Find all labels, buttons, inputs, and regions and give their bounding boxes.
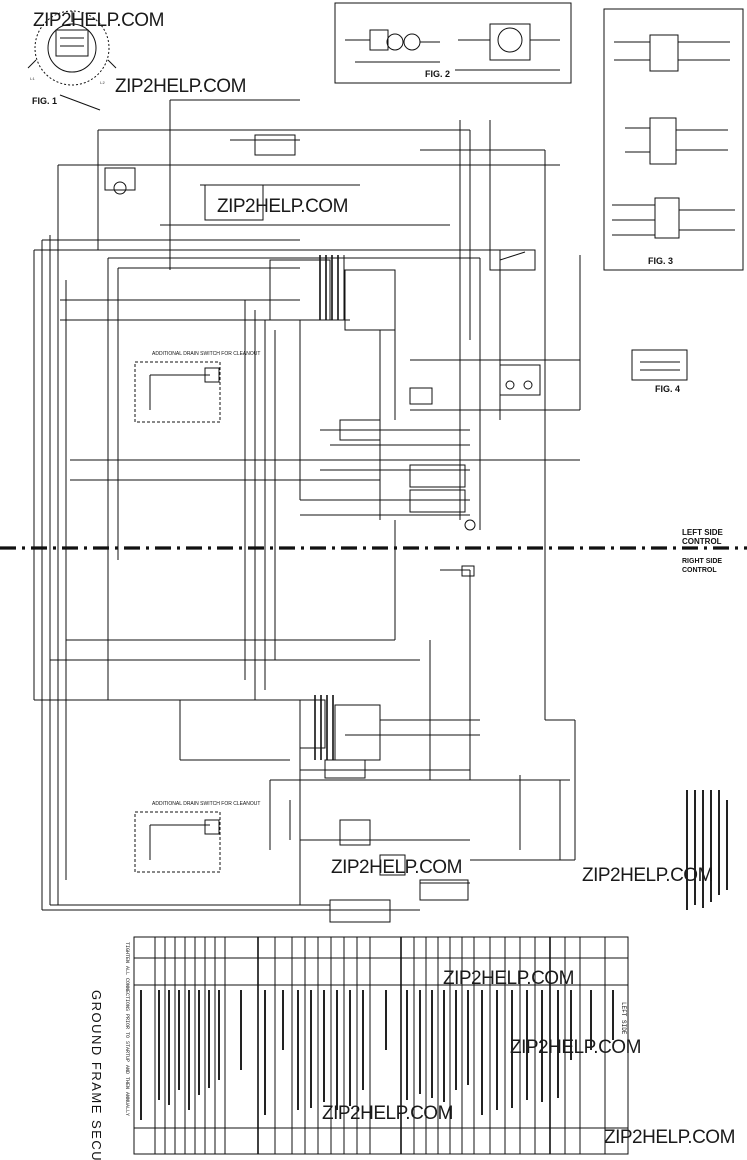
- watermark: ZIP2HELP.COM: [510, 1037, 641, 1058]
- fig2-label: FIG. 2: [425, 69, 451, 79]
- fig3-label: FIG. 3: [648, 256, 674, 266]
- fig1-label: FIG. 1: [32, 96, 58, 106]
- right-side-control-label: RIGHT SIDE CONTROL: [682, 557, 722, 575]
- upper-circuit-wiring: [33, 99, 581, 910]
- wire-table: [133, 936, 629, 1155]
- right-side-line2: CONTROL: [682, 567, 717, 574]
- watermark: ZIP2HELP.COM: [443, 968, 574, 989]
- fig4-label: FIG. 4: [655, 384, 681, 394]
- svg-text:L2: L2: [100, 82, 105, 86]
- svg-text:L1: L1: [30, 78, 35, 82]
- left-side-line1: LEFT SIDE: [682, 528, 723, 537]
- lower-drain-panel-title: ADDITIONAL DRAIN SWITCH FOR CLEANOUT: [152, 801, 261, 807]
- watermark: ZIP2HELP.COM: [331, 857, 462, 878]
- left-side-line2: CONTROL: [682, 537, 722, 546]
- watermark: ZIP2HELP.COM: [322, 1103, 453, 1124]
- watermark: ZIP2HELP.COM: [115, 76, 246, 97]
- right-side-line1: RIGHT SIDE: [682, 558, 723, 565]
- watermark: ZIP2HELP.COM: [582, 865, 713, 886]
- ground-frame-note: GROUND FRAME SECURELY: [89, 990, 104, 1160]
- left-side-control-label: LEFT SIDE CONTROL: [682, 528, 723, 546]
- fig2-motor-detail: [334, 2, 572, 84]
- watermark: ZIP2HELP.COM: [217, 196, 348, 217]
- watermark: ZIP2HELP.COM: [604, 1127, 735, 1148]
- lower-circuit-wiring: [34, 565, 576, 923]
- right-margin-notes: [686, 790, 728, 910]
- upper-drain-panel-title: ADDITIONAL DRAIN SWITCH FOR CLEANOUT: [152, 351, 261, 357]
- fig3-switch-details: [603, 8, 744, 271]
- tighten-connections-note: TIGHTEN ALL CONNECTIONS PRIOR TO STARTUP…: [124, 942, 130, 1117]
- table-header-label: LEFT SIDE: [620, 1002, 627, 1035]
- fig4-detail: [631, 349, 688, 381]
- watermark: ZIP2HELP.COM: [33, 10, 164, 31]
